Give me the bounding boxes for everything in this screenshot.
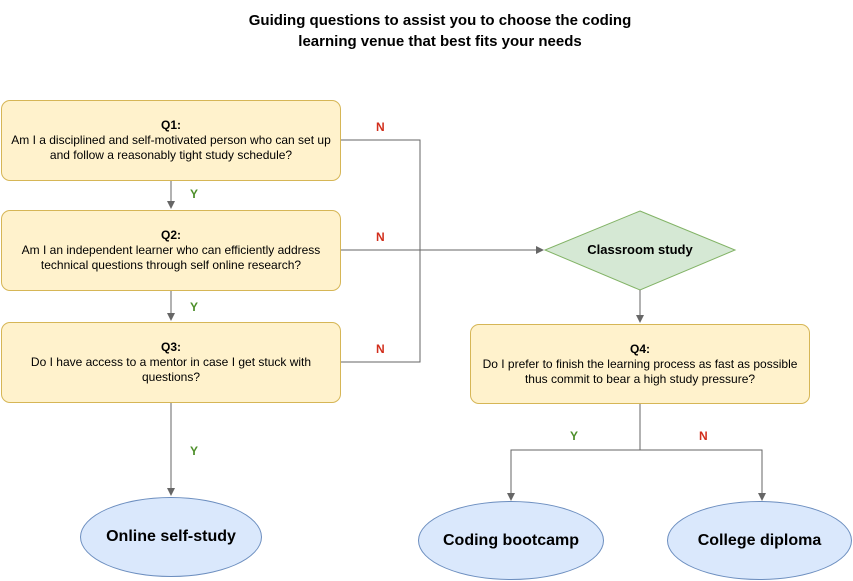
outcome-label: College diploma xyxy=(697,531,822,549)
title-line-2: learning venue that best fits your needs xyxy=(298,33,582,50)
diagram-title: Guiding questions to assist you to choos… xyxy=(170,10,710,52)
edge-label-q4-no: N xyxy=(699,429,708,443)
connector-q1-no xyxy=(341,139,421,250)
question-text: Am I a disciplined and self-motivated pe… xyxy=(11,133,331,162)
outcome-label: Coding bootcamp xyxy=(443,531,579,549)
question-box-q3: Q3: Do I have access to a mentor in case… xyxy=(1,322,341,403)
question-box-q4: Q4: Do I prefer to finish the learning p… xyxy=(470,324,810,404)
question-box-q1: Q1: Am I a disciplined and self-motivate… xyxy=(1,100,341,181)
question-text: Do I prefer to finish the learning proce… xyxy=(482,356,798,386)
question-label: Q2: xyxy=(160,228,181,242)
question-text: Do I have access to a mentor in case I g… xyxy=(30,355,312,384)
edge-label-q1-yes: Y xyxy=(190,187,199,201)
edge-label-q3-no: N xyxy=(376,342,385,356)
connector-q4-college xyxy=(640,449,766,501)
title-line-1: Guiding questions to assist you to choos… xyxy=(248,12,632,29)
edge-label-q3-yes: Y xyxy=(190,444,199,458)
connector-q3-no xyxy=(341,250,421,363)
question-label: Q3: xyxy=(160,340,181,354)
outcome-online-self-study: Online self-study xyxy=(80,497,262,577)
connector-q4-bootcamp xyxy=(507,449,640,501)
edge-label-q2-no: N xyxy=(376,230,385,244)
edge-label-q2-yes: Y xyxy=(190,300,199,314)
outcome-label: Online self-study xyxy=(106,528,236,545)
question-text: Am I an independent learner who can effi… xyxy=(21,243,321,272)
outcome-college-diploma: College diploma xyxy=(667,501,852,580)
question-box-q2: Q2: Am I an independent learner who can … xyxy=(1,210,341,291)
decision-label: Classroom study xyxy=(587,242,693,257)
edge-label-q4-yes: Y xyxy=(570,429,579,443)
question-label: Q1: xyxy=(160,118,181,132)
question-label: Q4: xyxy=(629,341,650,356)
outcome-coding-bootcamp: Coding bootcamp xyxy=(418,501,604,580)
edge-label-q1-no: N xyxy=(376,120,385,134)
